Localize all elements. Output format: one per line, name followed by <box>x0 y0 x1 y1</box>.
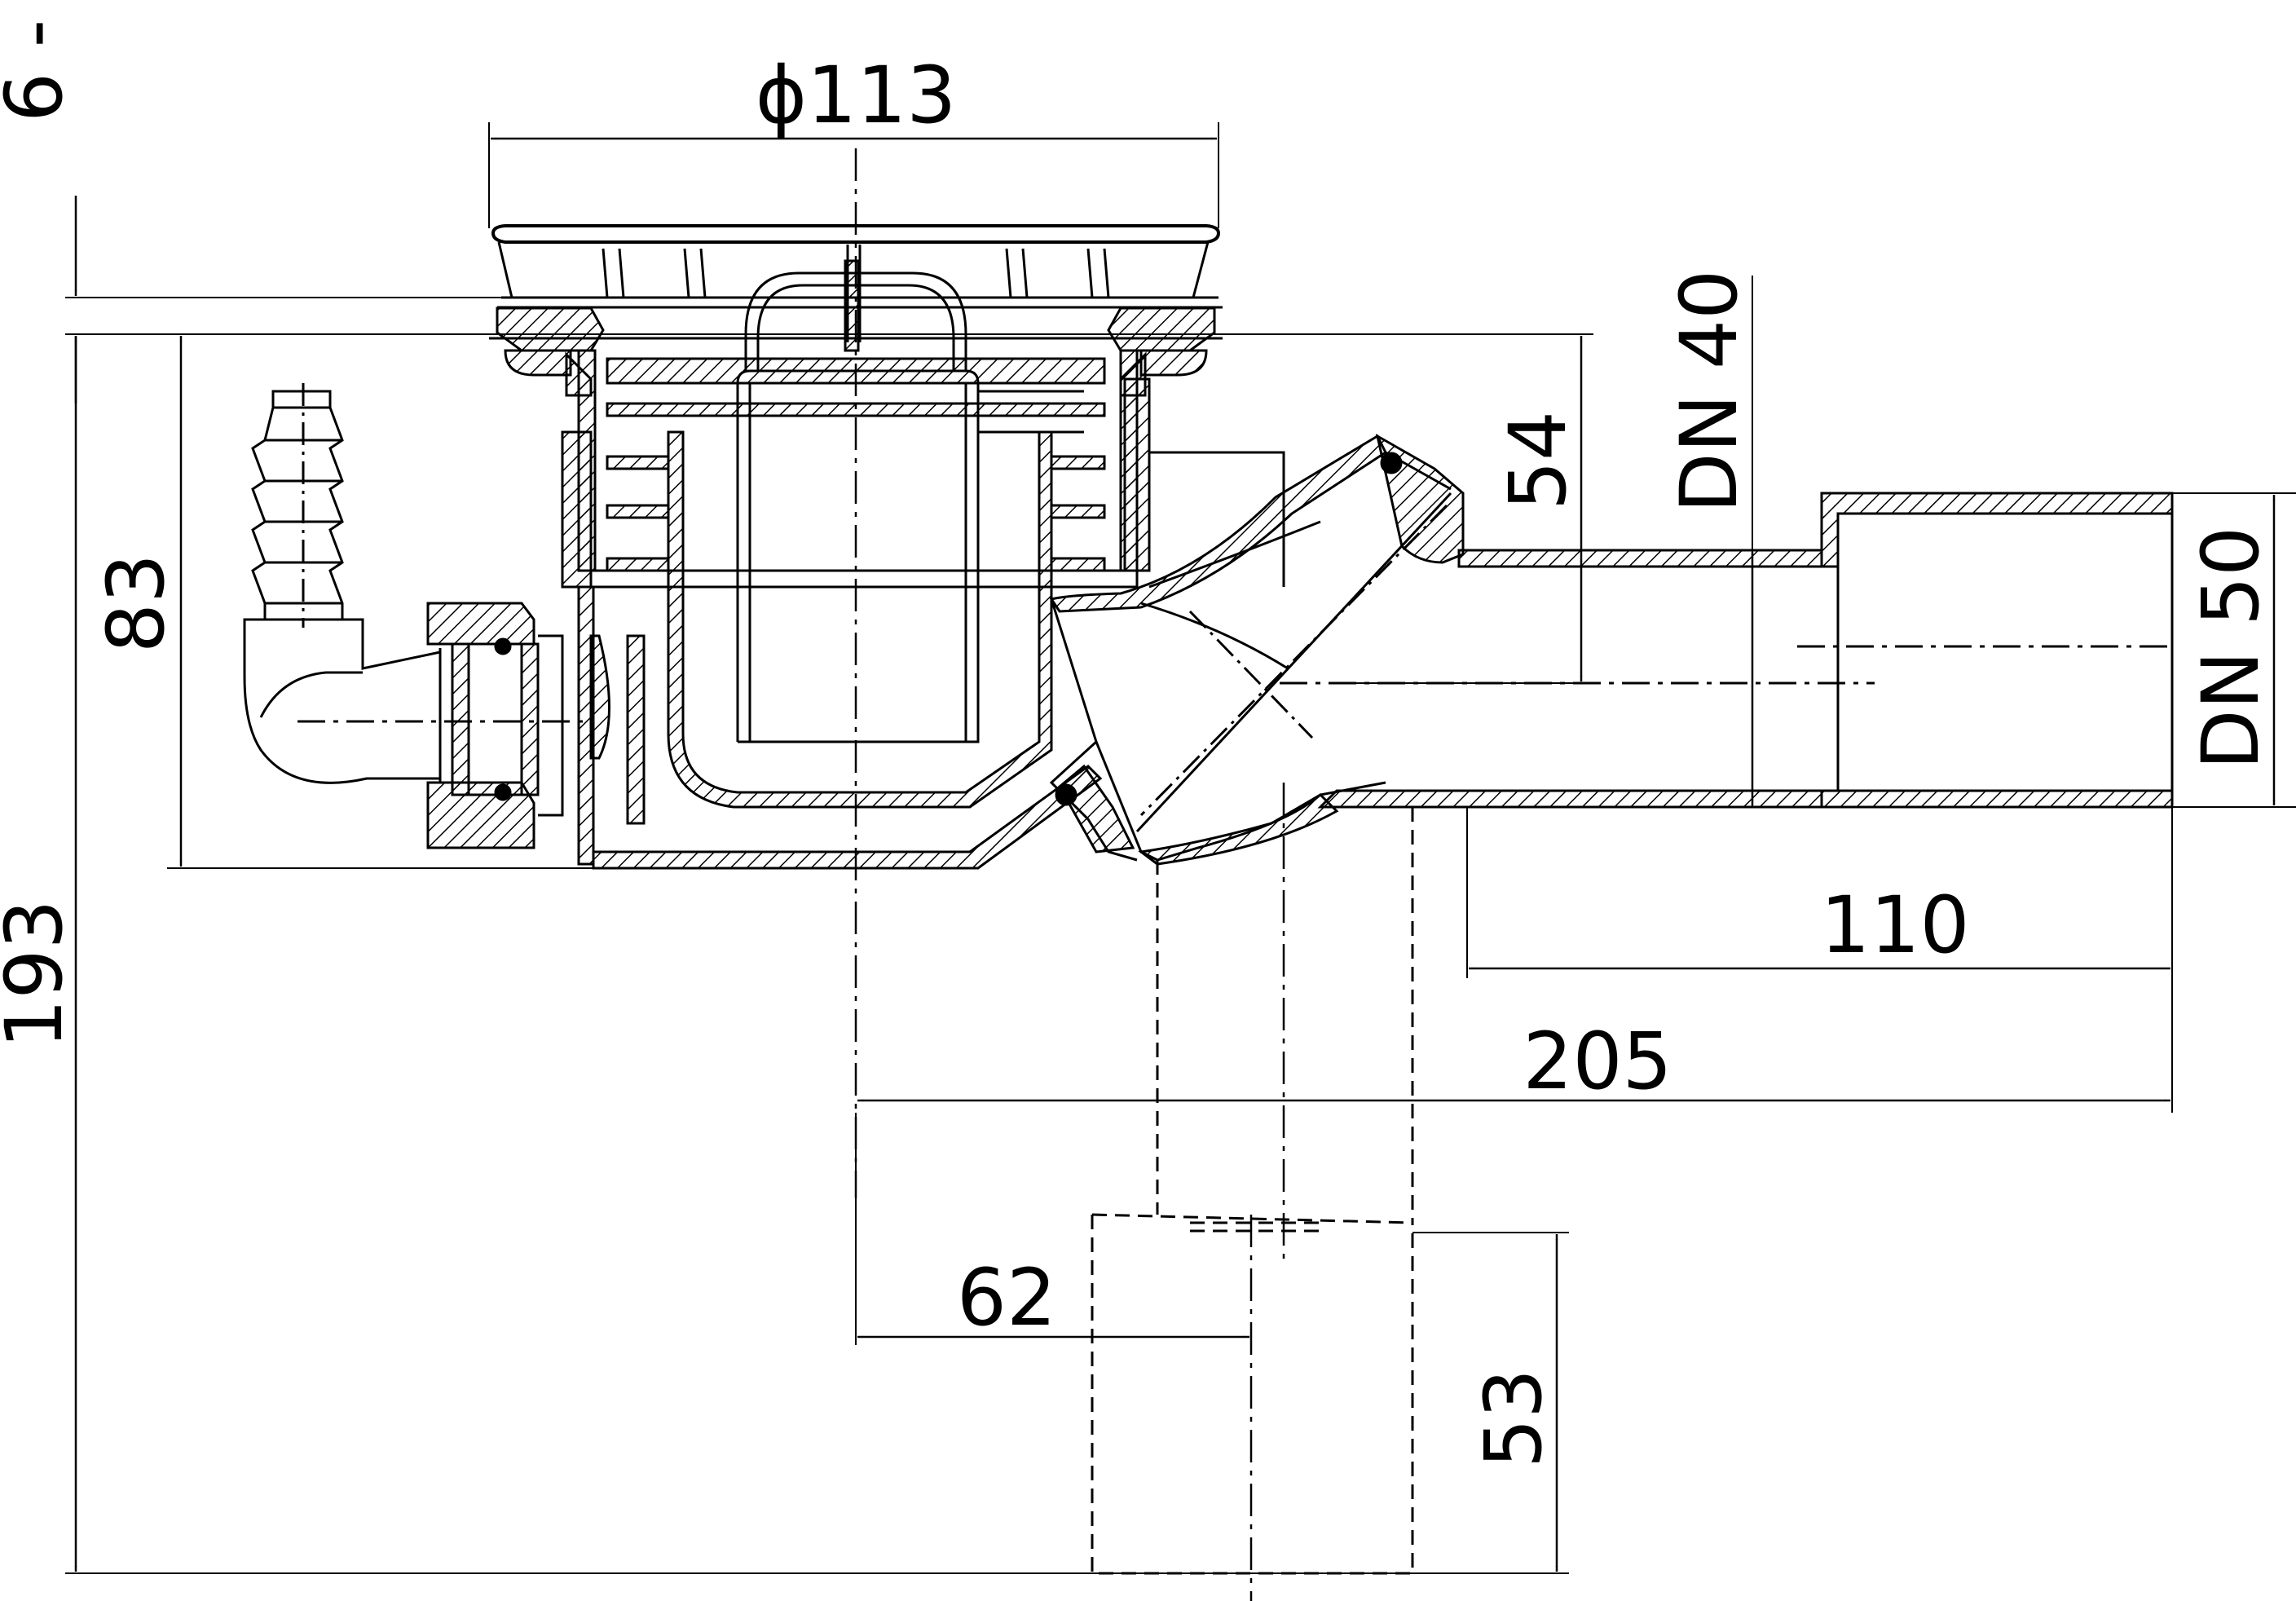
extension-lines <box>65 122 2296 1574</box>
odour-trap-bell <box>667 259 1084 809</box>
inlet-size-label: DN 40 <box>1664 270 1755 513</box>
outlet-length-label: 110 <box>1820 880 1969 971</box>
dimension-labels: ϕ113 6 - 24 193 83 54 DN 40 DN 50 110 20… <box>0 0 2276 1468</box>
trap-body <box>561 349 1151 870</box>
dimension-lines <box>74 137 2276 1572</box>
centerlines <box>854 148 1285 1601</box>
vertical-offset-label: 62 <box>957 1252 1056 1343</box>
vertical-outlet-alternative <box>1091 807 1414 1575</box>
side-inlet-connector <box>243 383 610 849</box>
outlet-elbow <box>1049 434 1465 866</box>
body-height-label: 83 <box>90 554 182 653</box>
outlet-size-label: DN 50 <box>2185 527 2276 770</box>
outlet-pipe <box>1149 451 2174 809</box>
outlet-height-label: 54 <box>1492 411 1584 510</box>
total-length-label: 205 <box>1523 1016 1672 1107</box>
cover-diameter-label: ϕ113 <box>756 50 957 141</box>
flange-range-label: 6 - 24 <box>0 0 80 122</box>
vertical-height-label: 53 <box>1468 1369 1559 1468</box>
total-height-label: 193 <box>0 899 80 1048</box>
